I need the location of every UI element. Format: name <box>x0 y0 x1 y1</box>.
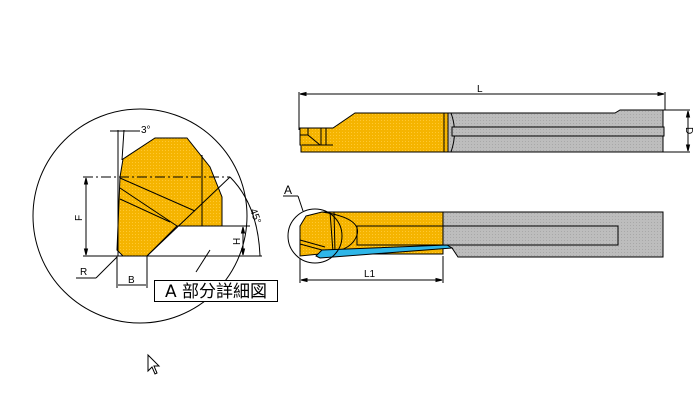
arrowhead <box>685 110 691 118</box>
angle-label-45deg: 45° <box>247 207 263 225</box>
dim-label-H: H <box>232 238 243 245</box>
detail-marker-A: A <box>284 183 292 197</box>
detail-view <box>32 108 262 324</box>
arrowhead <box>299 91 307 97</box>
arrowhead <box>435 277 443 283</box>
arrowhead <box>83 248 89 256</box>
coolant-jet <box>315 244 454 259</box>
arrowhead <box>83 177 89 185</box>
leader-line-title <box>195 249 211 273</box>
detail-circle-A <box>287 208 343 264</box>
angle-label-3deg: 3° <box>141 125 151 136</box>
arrow-cursor-icon <box>147 353 161 375</box>
leader-line-R <box>95 256 118 279</box>
dim-label-D: D <box>683 127 694 134</box>
coolant-slot <box>451 126 665 137</box>
dim-label-B: B <box>128 275 135 286</box>
edge-line <box>299 239 326 248</box>
detail-title: A 部分詳細図 <box>154 280 278 302</box>
edge-line <box>119 198 171 223</box>
edge-line <box>119 187 178 227</box>
angle-line <box>121 129 125 161</box>
edge-line <box>119 177 196 212</box>
arrowhead <box>685 144 691 152</box>
edge-line <box>299 243 323 251</box>
carbide-head <box>299 112 449 153</box>
dim-label-L1: L1 <box>364 269 376 280</box>
edge-line <box>333 211 336 253</box>
dim-label-R: R <box>80 267 87 278</box>
arrowhead <box>240 226 246 234</box>
dim-label-L: L <box>477 84 483 95</box>
angle-line-45 <box>146 176 231 257</box>
arrowhead <box>300 277 308 283</box>
side-view <box>283 195 664 283</box>
dim-label-F: F <box>74 215 85 221</box>
steel-shank <box>442 211 664 258</box>
arrowhead <box>240 248 246 256</box>
edge-line <box>307 128 321 146</box>
edge-line <box>329 211 334 253</box>
arrowhead <box>657 91 665 97</box>
detail-circle <box>32 108 248 324</box>
top-view <box>298 91 691 153</box>
leader-line <box>297 195 304 212</box>
angle-arc-45deg <box>229 176 261 257</box>
